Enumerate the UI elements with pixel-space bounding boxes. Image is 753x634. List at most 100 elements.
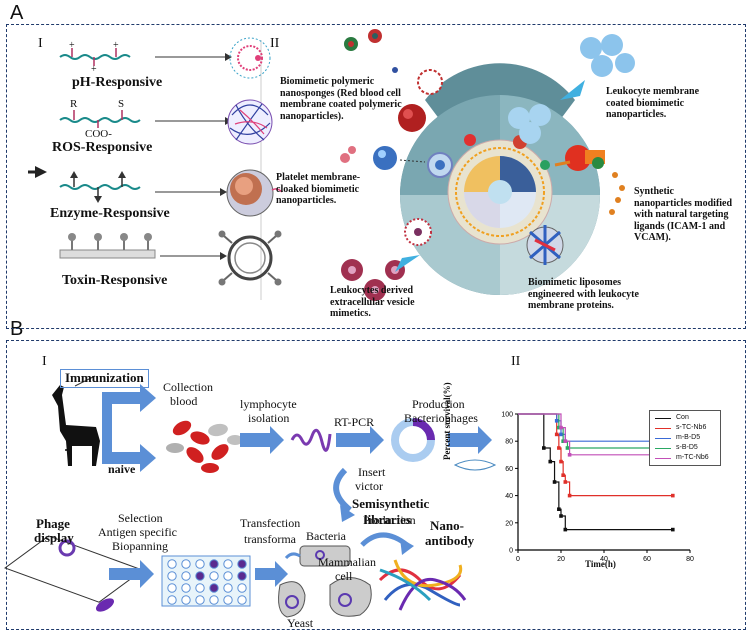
- panel-b-roman-1: I: [42, 354, 47, 369]
- data-point: [563, 480, 568, 484]
- isolation-label: isolation: [248, 411, 290, 425]
- ros-polymer-icon: [59, 110, 141, 128]
- data-point: [671, 493, 675, 498]
- bacteriophages-label: Bacteriophages: [404, 411, 478, 425]
- x-tick-label: 60: [643, 556, 651, 563]
- data-point: [559, 514, 563, 518]
- data-point: [565, 446, 570, 450]
- ph-plus-3: +: [91, 64, 97, 75]
- well: [237, 595, 247, 605]
- well: [209, 559, 219, 569]
- toxin-responsive-label: Toxin-Responsive: [62, 273, 168, 288]
- data-point: [557, 446, 561, 450]
- well: [167, 595, 177, 605]
- well: [223, 595, 233, 605]
- chart-x-label: Time(h): [585, 559, 616, 569]
- data-point: [554, 432, 559, 437]
- micelle-icon: [255, 55, 261, 61]
- data-point: [552, 480, 557, 484]
- legend-swatch: [655, 448, 671, 449]
- transforma-label: transforma: [244, 532, 296, 546]
- insert-label: Insert: [358, 465, 386, 479]
- y-tick-label: 0: [509, 548, 513, 555]
- ros-coo-label: COO-: [85, 128, 112, 140]
- arrow-icon: [102, 384, 156, 412]
- y-tick-label: 100: [501, 412, 513, 419]
- mammalian-label: Mammalian: [318, 555, 376, 569]
- data-point: [559, 459, 563, 464]
- ros-nanoparticle-icon: [227, 99, 273, 145]
- well: [167, 583, 177, 593]
- display-label: display: [34, 530, 74, 545]
- rbc-nanosponge-icon: [344, 29, 443, 132]
- well: [223, 559, 233, 569]
- synthetic-nanoparticle-icon: [554, 145, 625, 215]
- well: [195, 559, 205, 569]
- dna-icon: [290, 428, 332, 452]
- extracellular-vesicle-icon: [341, 218, 432, 301]
- well: [223, 583, 233, 593]
- data-point: [671, 527, 675, 532]
- x-tick-label: 80: [686, 556, 694, 563]
- ros-r-label: R: [70, 98, 78, 110]
- series-line-m-TC-Nb6: [518, 413, 673, 456]
- legend-swatch: [655, 428, 671, 429]
- well: [237, 559, 247, 569]
- data-point: [567, 493, 572, 498]
- platelet-nanoparticle-icon: [340, 146, 453, 178]
- collection-label: Collection: [163, 380, 213, 394]
- well: [181, 559, 191, 569]
- well: [181, 583, 191, 593]
- selection-label: Selection: [118, 511, 163, 525]
- x-tick-label: 0: [516, 556, 520, 563]
- data-point: [559, 432, 563, 437]
- data-point: [563, 439, 568, 443]
- ros-s-label: S: [118, 98, 125, 110]
- vesicle-text: Leukocytes derived extracellular vesicle…: [330, 285, 415, 319]
- legend-label: m-B-D5: [676, 434, 701, 441]
- well: [209, 571, 219, 581]
- nanoantibody-icon: [378, 559, 467, 611]
- yeast-label: Yeast: [287, 616, 314, 630]
- legend-swatch: [655, 458, 671, 459]
- panel-a-roman-2: II: [270, 36, 280, 51]
- phage-icon: [4, 535, 144, 612]
- well: [237, 583, 247, 593]
- panel-b-roman-2: II: [511, 354, 521, 369]
- rtpcr-label: RT-PCR: [334, 415, 375, 429]
- leukocyte-membrane-nanoparticle-icon: [508, 34, 635, 144]
- yeast-icon: [278, 581, 306, 618]
- data-point: [542, 446, 546, 450]
- data-point: [561, 439, 565, 443]
- platelet-text: Platelet membrane-cloaked biomimetic nan…: [276, 172, 361, 206]
- llama-icon: [52, 385, 100, 466]
- legend-label: m-TC-Nb6: [676, 454, 709, 461]
- legend-label: s-B-D5: [676, 444, 698, 451]
- x-tick-label: 20: [557, 556, 565, 563]
- ph-responsive-label: pH-Responsive: [72, 75, 163, 90]
- semisynthetic-label: Semisynthetic: [352, 496, 430, 511]
- blood-label: blood: [170, 394, 198, 408]
- plasmid-icon: [391, 418, 435, 462]
- production-label: Production: [412, 397, 465, 411]
- data-point: [559, 425, 563, 430]
- enzyme-polymer-icon: [59, 171, 141, 203]
- data-point: [561, 473, 565, 477]
- immunization-label: Immunization: [60, 369, 149, 388]
- liposome-text: Biomimetic liposomes engineered with leu…: [528, 277, 639, 311]
- well: [167, 571, 177, 581]
- bacteria-icon: [284, 545, 351, 567]
- phage-label: Phage: [36, 516, 70, 531]
- enzyme-responsive-label: Enzyme-Responsive: [50, 206, 170, 221]
- data-point: [557, 507, 561, 511]
- panel-a-roman-1: I: [38, 36, 43, 51]
- y-tick-label: 80: [505, 439, 513, 446]
- legend-label: s-TC-Nb6: [676, 424, 707, 431]
- data-point: [554, 419, 559, 423]
- legend-swatch: [655, 438, 671, 439]
- well: [209, 583, 219, 593]
- data-point: [567, 453, 572, 457]
- well: [167, 559, 177, 569]
